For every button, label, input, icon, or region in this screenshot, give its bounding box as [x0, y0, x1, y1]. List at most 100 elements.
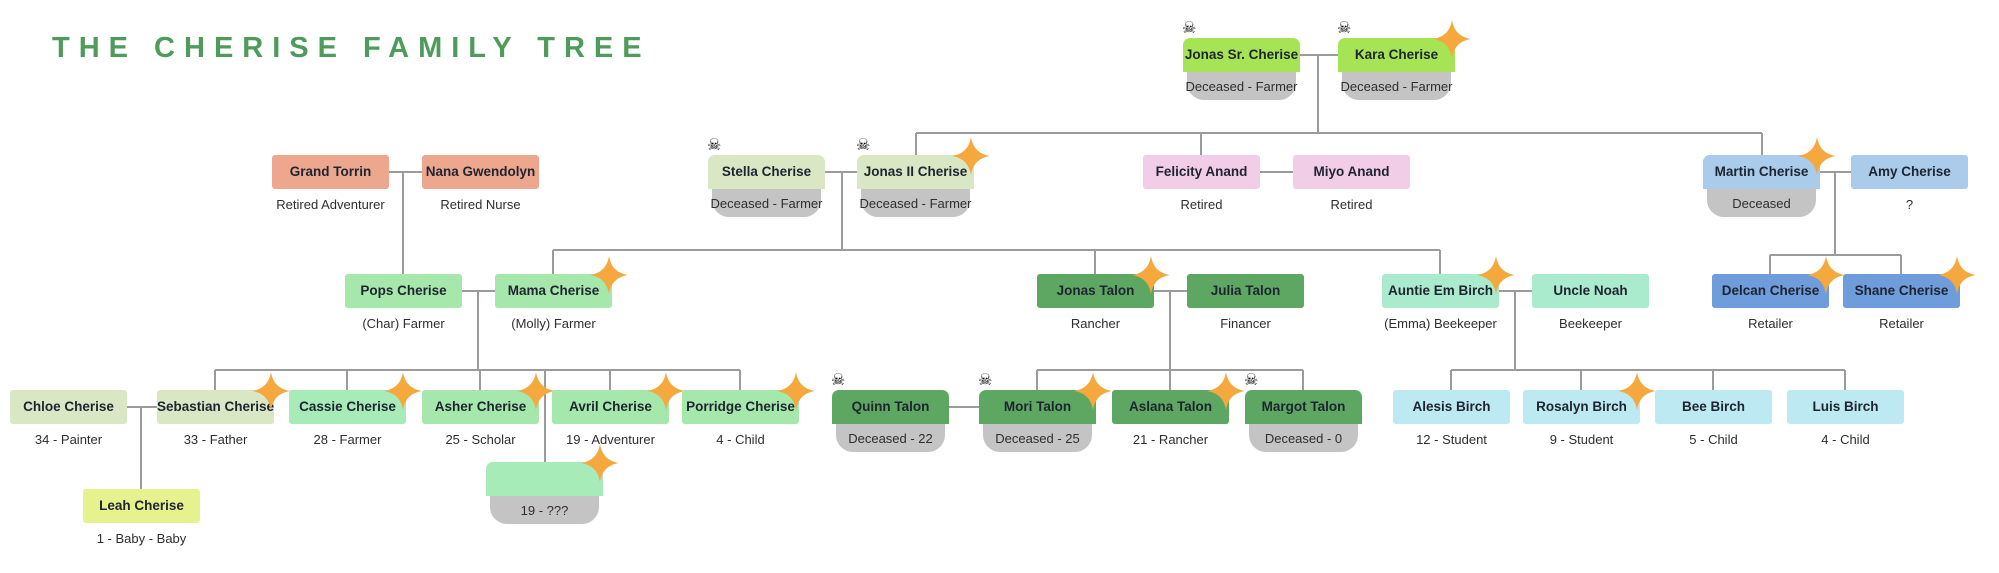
- sparkle-star-icon: [1132, 256, 1170, 294]
- person-name: Martin Cherise: [1714, 164, 1809, 180]
- person-plate: ☠Jonas Sr. Cherise: [1182, 21, 1300, 72]
- person-plate: Nana Gwendolyn: [422, 155, 539, 189]
- person-name: Mama Cherise: [507, 283, 600, 299]
- status-text: Deceased - 25: [995, 430, 1080, 446]
- person-subtitle: 9 - Student: [1549, 432, 1614, 447]
- status-text: Deceased - Farmer: [859, 195, 972, 211]
- connector-line: [389, 171, 422, 173]
- person-name: Auntie Em Birch: [1387, 283, 1493, 299]
- person-plate: Sebastian Cherise: [157, 372, 290, 424]
- person-plate: Bee Birch: [1655, 390, 1772, 424]
- status-text: Deceased: [1732, 195, 1791, 211]
- connector-line: [1450, 370, 1452, 390]
- status-text: Deceased - Farmer: [710, 195, 823, 211]
- sparkle-star-icon: [1433, 20, 1471, 58]
- person-plate: Martin Cherise: [1703, 137, 1836, 189]
- person-name: Shane Cherise: [1854, 283, 1949, 299]
- person-plate: ☠Kara Cherise: [1337, 20, 1471, 72]
- person-plate: ☠Margot Talon: [1244, 373, 1362, 424]
- connector-line: [1169, 370, 1171, 390]
- sparkle-star-icon: [517, 372, 555, 410]
- person-plate: Amy Cherise: [1851, 155, 1968, 189]
- person-name: Uncle Noah: [1553, 283, 1628, 299]
- sparkle-star-icon: [1207, 372, 1245, 410]
- person-name: Amy Cherise: [1868, 164, 1951, 180]
- connector-line: [1770, 254, 1901, 256]
- connector-line: [553, 249, 1440, 251]
- connector-line: [346, 370, 348, 390]
- person-subtitle: 34 - Painter: [34, 432, 103, 447]
- status-bar: Deceased: [1707, 189, 1816, 217]
- connector-line: [609, 370, 611, 390]
- person-node-mama-cherise: Mama Cherise (Molly) Farmer: [495, 256, 628, 331]
- skull-icon: ☠: [1337, 20, 1352, 37]
- connector-line: [1439, 250, 1441, 274]
- sparkle-star-icon: [581, 444, 619, 482]
- connector-line: [1900, 255, 1902, 274]
- person-name: Felicity Anand: [1155, 164, 1248, 180]
- person-name: Leah Cherise: [99, 498, 184, 514]
- person-subtitle: Retired: [1180, 197, 1223, 212]
- person-plate: ☠ Quinn Talon: [831, 373, 949, 424]
- sparkle-star-icon: [1807, 256, 1845, 294]
- person-plate: Grand Torrin: [272, 155, 389, 189]
- person-name: Nana Gwendolyn: [425, 164, 536, 180]
- person-node-aslana-talon: Aslana Talon 21 - Rancher: [1112, 372, 1245, 447]
- person-subtitle: (Molly) Farmer: [511, 316, 596, 331]
- person-plate: Shane Cherise: [1843, 256, 1976, 308]
- person-plate: Julia Talon: [1187, 274, 1304, 308]
- person-name: Alesis Birch: [1412, 399, 1491, 415]
- connector-line: [1260, 171, 1293, 173]
- person-plate: ☠Jonas II Cherise: [856, 137, 990, 189]
- person-subtitle: (Char) Farmer: [362, 316, 445, 331]
- connector-line: [1834, 172, 1836, 255]
- connector-line: [477, 291, 479, 370]
- connector-line: [1036, 370, 1038, 390]
- skull-icon: ☠: [831, 372, 846, 389]
- skull-icon: ☠: [1244, 372, 1259, 389]
- person-subtitle: 4 - Child: [716, 432, 765, 447]
- sparkle-star-icon: [1618, 372, 1656, 410]
- person-plate: Avril Cherise: [552, 372, 685, 424]
- person-plate: Asher Cherise: [422, 372, 555, 424]
- person-name: Julia Talon: [1210, 283, 1281, 299]
- person-plate: Alesis Birch: [1393, 390, 1510, 424]
- person-subtitle: ?: [1905, 197, 1914, 212]
- status-text: 19 - ???: [520, 502, 569, 518]
- status-text: Deceased - Farmer: [1185, 78, 1298, 94]
- person-subtitle: 21 - Rancher: [1132, 432, 1209, 447]
- person-plate: Uncle Noah: [1532, 274, 1649, 308]
- connector-line: [1302, 370, 1304, 390]
- person-name: Aslana Talon: [1128, 399, 1213, 415]
- connector-line: [402, 172, 404, 274]
- status-bar: Deceased - Farmer: [1341, 72, 1453, 100]
- sparkle-star-icon: [1938, 256, 1976, 294]
- person-plate: Delcan Cherise: [1712, 256, 1845, 308]
- skull-icon: ☠: [978, 372, 993, 389]
- person-name: Quinn Talon: [851, 399, 930, 415]
- person-name: Pops Cherise: [360, 283, 447, 299]
- connector-line: [1200, 133, 1202, 155]
- sparkle-star-icon: [252, 372, 290, 410]
- connector-line: [825, 171, 857, 173]
- person-plate: Aslana Talon: [1112, 372, 1245, 424]
- skull-icon: ☠: [707, 137, 722, 154]
- connector-line: [215, 369, 740, 371]
- person-plate: Auntie Em Birch: [1382, 256, 1515, 308]
- page-title: THE CHERISE FAMILY TREE: [52, 32, 651, 64]
